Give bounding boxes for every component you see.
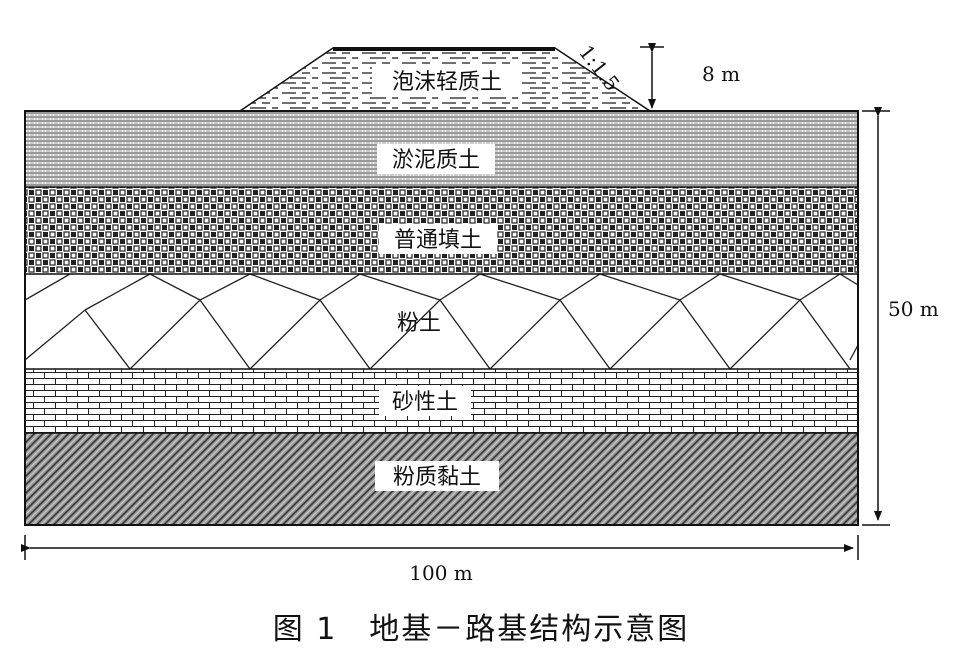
layer-label-silty-mud: 淤泥质土 [392,148,480,173]
layer-label-silty-clay: 粉质黏土 [393,465,481,490]
subgrade-foundation-diagram: 泡沫轻质土 淤泥质土 普通填土 粉土 砂性土 粉质黏土 1:1.5 8 m 50… [21,40,939,585]
embankment-label: 泡沫轻质土 [392,70,502,95]
layer-label-silt: 粉土 [397,311,441,336]
width-label: 100 m [409,561,473,585]
depth-label: 50 m [888,297,939,321]
foundation-outline [24,110,859,526]
layer-label-fill-soil: 普通填土 [394,228,482,253]
embankment-height-label: 8 m [702,62,740,86]
layer-silt [25,274,858,369]
layer-label-sandy-soil: 砂性土 [392,390,458,415]
figure-caption: 图 1 地基－路基结构示意图 [272,612,690,647]
